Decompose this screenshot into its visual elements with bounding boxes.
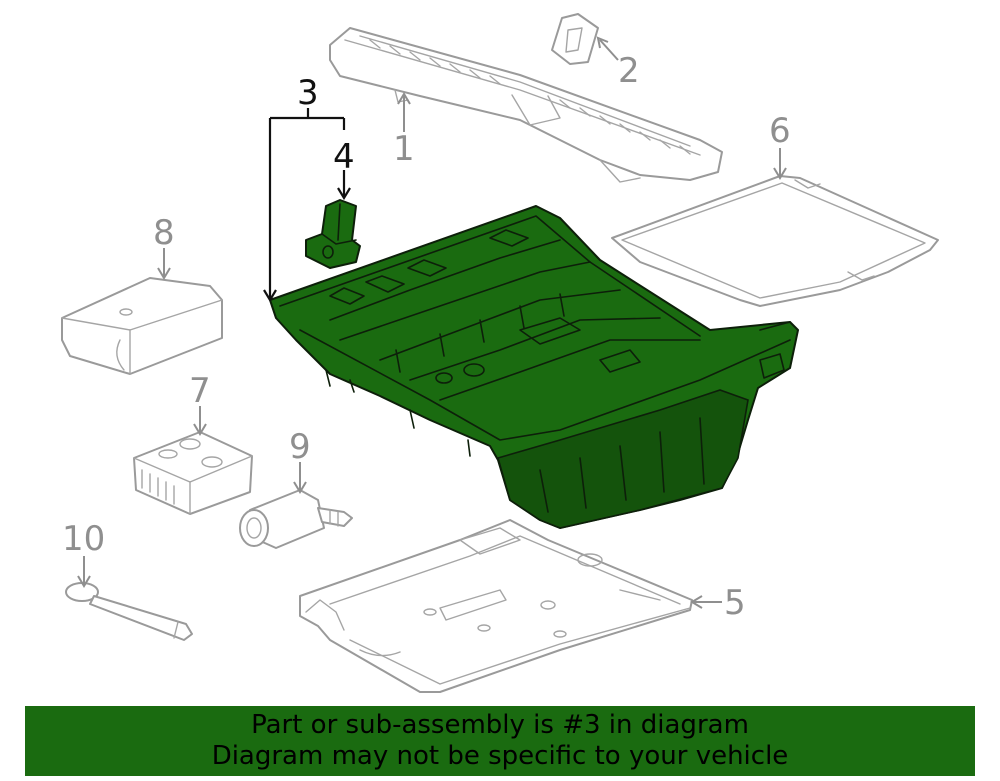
part-6-floor-panel[interactable] bbox=[611, 175, 939, 307]
part-5-floor-pan[interactable] bbox=[299, 519, 693, 693]
callout-1: 1 bbox=[393, 129, 415, 169]
callout-2: 2 bbox=[618, 51, 640, 91]
part-8-storage-box[interactable] bbox=[61, 277, 223, 375]
banner-line-2: Diagram may not be specific to your vehi… bbox=[211, 741, 789, 771]
part-3-trunk-tub[interactable] bbox=[269, 205, 799, 529]
callout-4: 4 bbox=[333, 137, 355, 177]
part-10-wrench[interactable] bbox=[65, 582, 193, 641]
callout-10: 10 bbox=[62, 519, 105, 559]
parts-diagram: 1 2 3 4 5 6 7 8 9 10 bbox=[61, 13, 939, 693]
part-9-canister[interactable] bbox=[239, 489, 353, 549]
callout-5: 5 bbox=[724, 583, 746, 623]
callout-8: 8 bbox=[153, 213, 175, 253]
part-7-compressor-kit[interactable] bbox=[133, 431, 253, 515]
info-banner: Part or sub-assembly is #3 in diagram Di… bbox=[25, 706, 975, 776]
part-1-sill-trim[interactable] bbox=[329, 27, 723, 183]
part-4-bracket[interactable] bbox=[305, 199, 361, 269]
callout-6: 6 bbox=[769, 111, 791, 151]
callout-7: 7 bbox=[189, 371, 211, 411]
part-2-clip[interactable] bbox=[551, 13, 599, 65]
callout-3: 3 bbox=[297, 73, 319, 113]
banner-line-1: Part or sub-assembly is #3 in diagram bbox=[251, 710, 749, 740]
leader-lines bbox=[77, 36, 787, 609]
callout-9: 9 bbox=[289, 427, 311, 467]
